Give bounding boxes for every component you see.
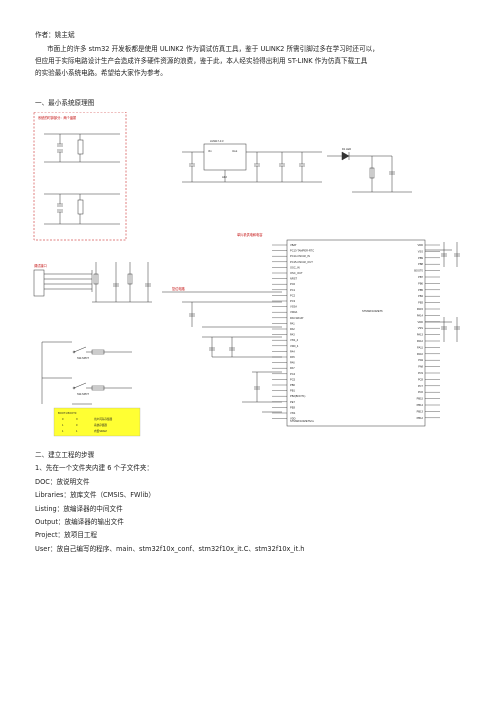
- mcu-pin-label: PB7: [418, 275, 423, 279]
- schematic-diagram: 系统的时钟部分：两个晶振 LM1117-3.3 Vin Vout ADJ D1 …: [33, 112, 460, 437]
- mcu-pin-label: VBAT: [290, 243, 297, 247]
- mcu-pin-label: PA12: [417, 339, 424, 343]
- mcu-pin-label: PA4: [290, 349, 295, 353]
- folder-item: Project：放项目工程: [35, 531, 98, 540]
- mcu-pin-label: PC0: [290, 282, 296, 286]
- boot-table-cell: X: [76, 417, 78, 421]
- power-led-label: D1 LED: [342, 147, 351, 151]
- mcu-pin-label: PB14: [417, 403, 424, 407]
- mcu-pin-label: PA2: [290, 327, 295, 331]
- boot-table-cell: 1: [62, 429, 64, 433]
- boot-table-cell: 1: [76, 429, 78, 433]
- mcu-pin-label: PA9: [418, 358, 423, 362]
- mcu-pin-label: VSS: [418, 249, 423, 253]
- mcu-pin-label: VSS: [418, 326, 423, 330]
- folder-item: Listing：放编译器的中间文件: [35, 504, 123, 513]
- intro-line-3: 的实验最小系统电路。希望给大家作为参考。: [35, 69, 167, 77]
- mcu-pin-label: OSC_OUT: [290, 271, 303, 275]
- mcu-pin-label: PC4: [290, 372, 296, 376]
- mcu-pin-label: PA0-WKUP: [290, 316, 304, 320]
- mcu-pin-label: VSSA: [290, 305, 297, 309]
- mcu-pin-label: PB2(BOOT1): [290, 394, 306, 398]
- regulator-vout: Vout: [232, 149, 237, 153]
- mcu-pin-label: VSS_4: [290, 338, 299, 342]
- mcu-pin-label: PC1: [290, 288, 296, 292]
- mcu-pin-label: VDD: [290, 417, 296, 421]
- mcu-pin-label: PA6: [290, 361, 295, 365]
- mcu-pin-label: BOOT0: [414, 269, 423, 273]
- regulator-adj: ADJ: [222, 175, 228, 179]
- section-heading-2: 二、建立工程的步骤: [35, 451, 95, 459]
- boot-table-cell: 系统存储器: [94, 423, 107, 427]
- mcu-pin-label: PB8: [418, 262, 423, 266]
- mcu-pin-label: PB0: [290, 383, 295, 387]
- mcu-pin-label: PC14-OSC32_IN: [290, 254, 310, 258]
- mcu-pin-label: PB13: [417, 409, 424, 413]
- mcu-pin-label: PE7: [290, 400, 295, 404]
- mcu-pin-label: PB15: [417, 397, 424, 401]
- mcu-pin-label: PA11: [417, 345, 424, 349]
- mcu-pin-label: PA10: [417, 352, 424, 356]
- mcu-pin-label: VDD: [418, 320, 424, 324]
- mcu-pin-label: PC6: [418, 390, 424, 394]
- reset-title: 复位电路: [172, 286, 186, 291]
- intro-line-2: 但应用于实际电路设计生产会造成许多硬件资源的浪费，鉴于此，本人经实验得出利用 S…: [35, 57, 368, 65]
- mcu-pin-label: PB4: [418, 294, 423, 298]
- folder-item: DOC：放说明文件: [35, 478, 90, 486]
- boot-table-header: BOOT1 BOOT0: [58, 411, 77, 415]
- switch-1-label: SW-SPDT: [77, 356, 89, 360]
- mcu-pin-label: PC13-TAMPER-RTC: [290, 249, 314, 253]
- mcu-pin-label: VDD: [418, 243, 424, 247]
- folder-item: User：放自己编写的程序、main、stm32f10x_conf、stm32f…: [35, 544, 305, 553]
- mcu-pin-label: PB1: [290, 389, 295, 393]
- regulator-part: LM1117-3.3: [210, 139, 224, 143]
- swd-title: 调试接口: [34, 263, 47, 268]
- step-1: 1、先在一个文件夹内建 6 个子文件夹：: [35, 464, 154, 472]
- intro-line-1: 市面上的许多 stm32 开发板都是使用 ULINK2 作为调试仿真工具，鉴于 …: [47, 45, 379, 53]
- boot-table-cell: 1: [62, 423, 64, 427]
- boot-table-cell: 0: [76, 423, 78, 427]
- mcu-part-label: STM32F103ZET6: [362, 309, 383, 313]
- mcu-pin-label: VDD_4: [290, 344, 299, 348]
- mcu-pin-label: PC8: [418, 377, 424, 381]
- crystal-title: 系统的时钟部分：两个晶振: [38, 115, 77, 120]
- mcu-pin-label: PA8: [418, 365, 423, 369]
- boot-table-cell: 用户闪存存储器: [94, 417, 113, 421]
- mcu-pin-label: VSS: [290, 411, 295, 415]
- switch-2-label: SW-SPDT: [77, 392, 89, 396]
- mcu-pin-label: PC9: [418, 371, 424, 375]
- mcu-pin-label: PC15-OSC32_OUT: [290, 260, 313, 264]
- mcu-pin-label: PA13: [417, 333, 424, 337]
- mcu-pin-label: PB3: [418, 301, 423, 305]
- mcu-pin-label: PA14: [417, 313, 424, 317]
- mcu-pin-label: PB6: [418, 281, 423, 285]
- mcu-pin-label: PA15: [417, 307, 424, 311]
- mcu-title-note: 单片机供电和电容: [237, 232, 263, 237]
- mcu-pin-label: PA7: [290, 366, 295, 370]
- mcu-pin-label: PC7: [418, 384, 424, 388]
- mcu-name-label: STM32F103ZET6/xx: [290, 419, 315, 423]
- mcu-pin-label: PC2: [290, 293, 296, 297]
- mcu-pin-label: PA5: [290, 355, 295, 359]
- mcu-pin-label: PE8: [290, 405, 295, 409]
- mcu-pin-label: PA3: [290, 333, 295, 337]
- mcu-pin-label: PB12: [417, 416, 424, 420]
- section-heading-1: 一、最小系统原理图: [35, 99, 95, 107]
- mcu-pin-label: VDDA: [290, 310, 297, 314]
- regulator-vin: Vin: [208, 149, 212, 153]
- author-line: 作者：姚主斌: [35, 31, 75, 39]
- mcu-pin-label: NRST: [290, 277, 297, 281]
- folder-item: Libraries：放库文件（CMSIS、FWlib）: [35, 491, 155, 500]
- mcu-pin-label: PC5: [290, 377, 296, 381]
- folder-item: Output：放编译器的输出文件: [35, 517, 124, 526]
- mcu-pin-label: PB5: [418, 288, 423, 292]
- boot-table-cell: 0: [62, 417, 64, 421]
- mcu-pin-label: PB9: [418, 256, 423, 260]
- mcu-pin-label: OSC_IN: [290, 265, 300, 269]
- mcu-pin-label: PA1: [290, 321, 295, 325]
- mcu-pin-label: PC3: [290, 299, 296, 303]
- boot-table-cell: 内置SRAM: [94, 429, 107, 433]
